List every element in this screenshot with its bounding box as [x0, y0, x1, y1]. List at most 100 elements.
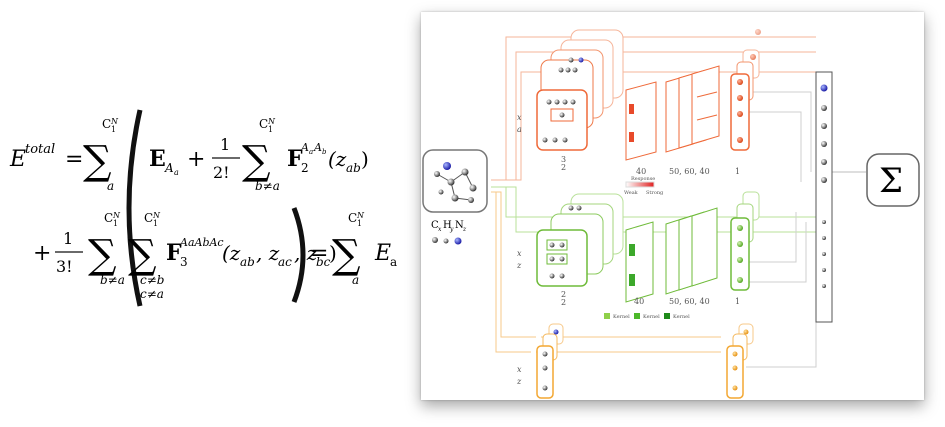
network-diagram: C x H y N z [422, 29, 920, 399]
green-dimension-labels: x z 2 2 40 50, 60, 40 1 Kernel Kernel Ke… [516, 249, 740, 320]
sum-symbol-5: ∑ [332, 232, 361, 278]
sum2-upper: C [259, 117, 268, 131]
term2-arg: (z [328, 147, 347, 171]
green-branch [536, 191, 760, 303]
sum2-upper-sub: 1 [268, 125, 273, 134]
svg-text:y: y [449, 226, 454, 233]
total-energy-equation: E total = ∑ C 1 N a E A a + 1 2! ∑ C 1 N… [9, 109, 397, 307]
z-ac-sub: ac [278, 255, 292, 269]
term2-arg-sub: ab [346, 161, 361, 175]
frac2-num: 1 [220, 135, 230, 154]
svg-text:C: C [431, 220, 439, 231]
z-bc: , z [294, 241, 318, 265]
term3-args: (z [222, 241, 241, 265]
term1-subsub: a [174, 168, 179, 177]
orange-branch [536, 29, 761, 161]
rhs-symbol: E [374, 241, 391, 266]
svg-text:x: x [438, 226, 442, 233]
sum3-upper-sup: N [112, 211, 121, 220]
svg-text:40: 40 [636, 167, 646, 176]
svg-text:2: 2 [561, 163, 566, 172]
sum-symbol-1: ∑ [83, 138, 112, 184]
lhs-symbol: E [9, 147, 26, 172]
svg-text:2: 2 [561, 298, 566, 307]
svg-text:50, 60, 40: 50, 60, 40 [669, 297, 710, 306]
connection-lines [491, 36, 866, 368]
sum4-upper: C [144, 211, 153, 225]
svg-text:Weak: Weak [624, 190, 639, 196]
sum5-upper-sub: 1 [357, 219, 362, 228]
svg-text:a: a [517, 125, 522, 134]
term1-sub: A [164, 161, 174, 175]
sum5-upper: C [348, 211, 357, 225]
equals-sign: = [65, 147, 83, 172]
lhs-superscript: total [25, 142, 55, 157]
z-bc-sub: bc [316, 255, 331, 269]
plus-1: + [187, 147, 205, 172]
sum2-upper-sup: N [267, 117, 276, 126]
sum-symbol-box: Σ [879, 161, 903, 201]
svg-text:Kernel: Kernel [643, 314, 660, 320]
term3-close: ) [329, 241, 337, 265]
big-left-paren [126, 109, 143, 307]
input-molecule [422, 149, 488, 213]
svg-text:z: z [516, 377, 522, 386]
sum1-upper-sub: 1 [111, 125, 116, 134]
energy-sum-column [815, 71, 833, 323]
svg-text:z: z [462, 226, 467, 233]
svg-text:1: 1 [735, 167, 740, 176]
sum3-upper: C [104, 211, 113, 225]
term2-sub: 2 [301, 161, 309, 175]
term2-sup: A [300, 141, 309, 154]
sum5-lower: a [352, 273, 359, 287]
svg-text:3: 3 [561, 155, 566, 164]
legend-atom-1 [432, 237, 438, 243]
svg-text:1: 1 [735, 297, 740, 306]
molecule-icon [434, 162, 477, 203]
svg-text:Kernel: Kernel [673, 314, 690, 320]
term2-close: ) [361, 147, 369, 171]
svg-text:z: z [516, 261, 522, 270]
svg-text:x: x [517, 249, 522, 258]
svg-text:40: 40 [634, 297, 644, 306]
frac2-den: 2! [213, 163, 230, 182]
legend-atom-3 [454, 237, 462, 245]
sum1-upper: C [102, 117, 111, 131]
legend-atom-2 [443, 238, 449, 244]
svg-text:N: N [455, 220, 464, 231]
sum4-upper-sub: 1 [153, 219, 158, 228]
svg-text:H: H [443, 220, 452, 231]
sum-symbol-3: ∑ [88, 232, 117, 278]
term2-sup-b: A [313, 141, 322, 154]
sum4-upper-sup: N [152, 211, 161, 220]
big-right-paren [291, 207, 306, 303]
sum-box: Σ [866, 153, 920, 207]
term3-symbol: F [166, 240, 182, 266]
frac3-num: 1 [63, 229, 73, 248]
rhs-sub: a [390, 255, 397, 269]
svg-text:x: x [517, 365, 522, 374]
z-ac: , z [256, 241, 280, 265]
term2-sup-bb: b [322, 148, 327, 156]
sum1-lower: a [107, 179, 114, 193]
equals-sign-2: = [310, 241, 328, 266]
term2-symbol: F [287, 146, 303, 172]
svg-text:2: 2 [561, 290, 566, 299]
sum-symbol-2: ∑ [242, 138, 271, 184]
sum4-lower-1: c≠b [140, 273, 164, 287]
sum3-upper-sub: 1 [113, 219, 118, 228]
sum4-lower-2: c≠a [140, 287, 164, 301]
sum-symbol-4: ∑ [128, 232, 157, 278]
svg-text:50, 60, 40: 50, 60, 40 [669, 167, 710, 176]
formula-label: C x H y N z [431, 220, 467, 233]
z-ab-sub: ab [240, 255, 255, 269]
orange-dimension-labels: x a 3 2 40 50, 60, 40 1 Response Weak St… [517, 113, 740, 196]
term2-sup-a: a [309, 148, 313, 156]
term1-symbol: E [149, 146, 166, 172]
network-diagram-panel: C x H y N z [421, 12, 924, 400]
svg-text:Strong: Strong [646, 190, 664, 196]
svg-text:Kernel: Kernel [613, 314, 630, 320]
sum5-upper-sup: N [356, 211, 365, 220]
svg-text:Response: Response [631, 176, 655, 182]
frac3-den: 3! [56, 257, 73, 276]
